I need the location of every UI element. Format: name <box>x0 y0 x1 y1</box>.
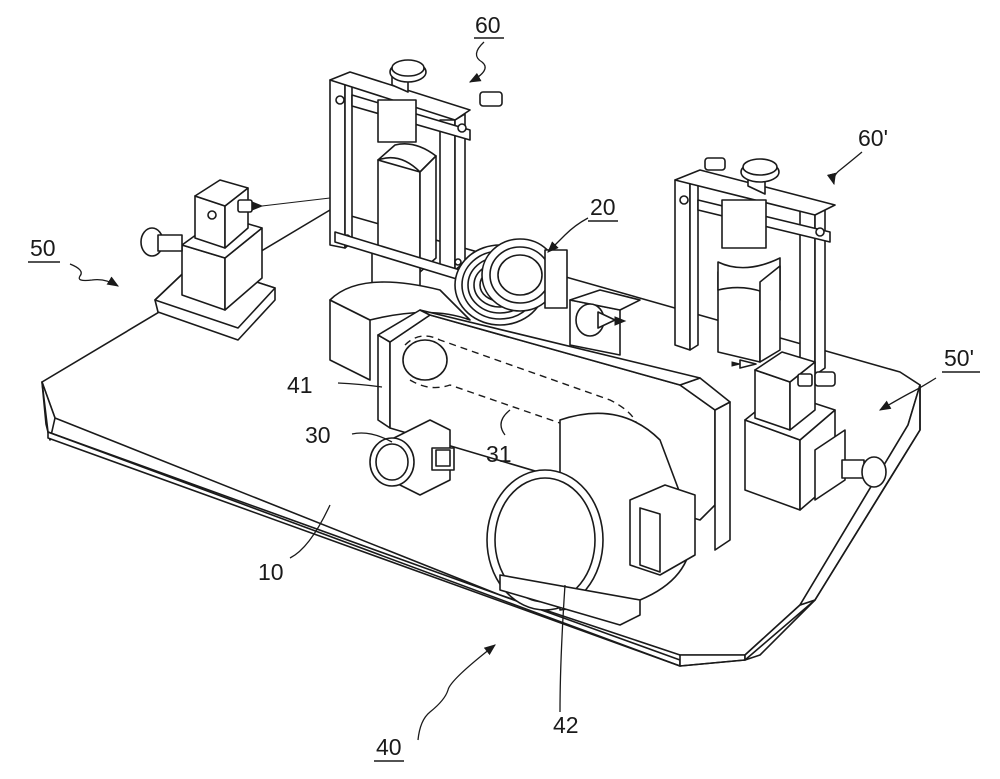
label-40: 40 <box>376 734 402 760</box>
label-10: 10 <box>258 559 284 585</box>
arrow-50 <box>70 264 118 286</box>
label-42: 42 <box>553 712 579 738</box>
label-50-prime: 50' <box>944 345 974 371</box>
label-60-prime: 60' <box>858 125 888 151</box>
label-41: 41 <box>287 372 313 398</box>
arrow-20 <box>548 218 588 252</box>
arrow-60 <box>470 42 485 82</box>
label-30: 30 <box>305 422 331 448</box>
arrow-60-prime <box>834 152 862 184</box>
label-50: 50 <box>30 235 56 261</box>
label-20: 20 <box>590 194 616 220</box>
label-31: 31 <box>486 441 512 467</box>
label-60: 60 <box>475 12 501 38</box>
arrow-40 <box>418 645 495 740</box>
